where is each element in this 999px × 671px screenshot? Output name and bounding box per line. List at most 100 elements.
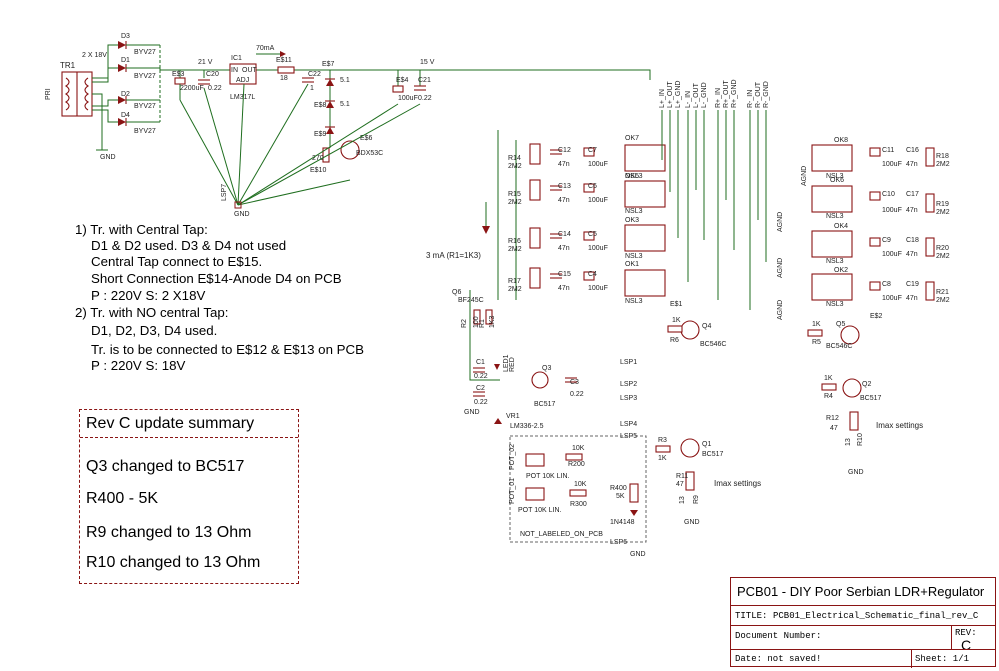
c15-label: C15	[558, 271, 571, 278]
d4-type: BYV27	[134, 128, 156, 135]
date-row: Date: not saved! Sheet: 1/1	[731, 649, 995, 668]
c13-value: 47n	[558, 197, 570, 204]
conn-pin-12: R-_GND	[763, 81, 770, 108]
pri-label: PRI	[45, 88, 52, 100]
r20-value: 2M2	[936, 253, 950, 260]
vr1-type: LM336-2.5	[510, 423, 544, 430]
q6-type: BF245C	[458, 297, 484, 304]
current-3ma-label: 3 mA (R1=1K3)	[426, 251, 481, 260]
ok3-type: NSL3	[625, 253, 643, 260]
r18r-value: 2M2	[936, 161, 950, 168]
c5-label: C5	[588, 231, 597, 238]
r20-label: R20	[936, 245, 949, 252]
conn-pin-4: L-_IN	[685, 91, 692, 108]
agnd-4: AGND	[777, 300, 784, 320]
r2-value: 100	[473, 316, 480, 328]
rev-summary-item: R9 changed to 13 Ohm	[86, 524, 252, 541]
tr-gnd-label: GND	[100, 154, 116, 161]
r14-label: R14	[508, 155, 521, 162]
c14-value: 47n	[558, 245, 570, 252]
c16-label: C16	[906, 147, 919, 154]
c20-label: C20	[206, 71, 219, 78]
project-name: PCB01 - DIY Poor Serbian LDR+Regulator	[737, 584, 985, 599]
lsp5-label: LSP5	[620, 433, 637, 440]
ok1-type: NSL3	[625, 298, 643, 305]
r10-value: 13	[845, 438, 852, 446]
c17-label: C17	[906, 191, 919, 198]
conn-pin-8: R+_OUT	[723, 79, 730, 108]
c3-value: 0.22	[570, 391, 584, 398]
document-number-label: Document Number:	[735, 631, 822, 641]
c20-value: 0.22	[208, 85, 222, 92]
lsp7-label: LSP7	[221, 184, 228, 201]
r17-value: 2M2	[508, 286, 522, 293]
c6-value: 100uF	[588, 197, 608, 204]
c9-label: C9	[882, 237, 891, 244]
r3-label: R3	[658, 437, 667, 444]
r18r-label: R18	[936, 153, 949, 160]
r15-label: R15	[508, 191, 521, 198]
c7-label: C7	[588, 147, 597, 154]
z1-value: 5.1	[340, 77, 350, 84]
conn-pin-2: L+_OUT	[667, 81, 674, 108]
note1-line2: Central Tap connect to E$15.	[91, 254, 263, 269]
optocoupler-ok5	[624, 180, 666, 208]
q4-type: BC546C	[700, 341, 726, 348]
secondary-voltage-label: 2 X 18V	[82, 52, 107, 59]
optocoupler-ok2	[811, 273, 853, 301]
ok4-label: OK4	[834, 223, 848, 230]
q1-type: BC517	[702, 451, 724, 458]
lsp4-label: LSP4	[620, 421, 637, 428]
c11-label: C11	[882, 147, 894, 154]
conn-pin-10: R-_IN	[747, 90, 754, 108]
r10-label: R10	[857, 433, 864, 446]
c19-value: 47n	[906, 295, 918, 302]
ok5-label: OK5	[625, 173, 639, 180]
note1-title: 1) Tr. with Central Tap:	[75, 222, 208, 237]
note2-line2: Tr. is to be connected to E$12 & E$13 on…	[91, 342, 365, 357]
r6-value: 1K	[672, 317, 681, 324]
ma70-label: 70mA	[256, 45, 275, 52]
rev-label: REV:	[955, 628, 977, 638]
r1-label: R1	[479, 319, 486, 328]
r21-value: 2M2	[936, 297, 950, 304]
es8-label: E$8	[314, 102, 327, 109]
c12-value: 47n	[558, 161, 570, 168]
note2-line1: D1, D2, D3, D4 used.	[91, 323, 218, 338]
vr1-label: VR1	[506, 413, 520, 420]
r19-label: R19	[936, 201, 949, 208]
rev-summary-title: Rev C update summary	[80, 410, 298, 438]
imax-settings-2: Imax settings	[876, 421, 923, 430]
opto-section: 3 mA (R1=1K3) R14 2M2 C12 47n C7 100uF O…	[426, 79, 950, 320]
ic1-label: IC1	[231, 55, 242, 62]
r11-label: R11	[676, 473, 688, 480]
q3-label: Q3	[542, 365, 551, 372]
lsp1-label: LSP1	[620, 359, 637, 366]
d1-type: BYV27	[134, 73, 156, 80]
optocoupler-ok7	[624, 144, 666, 172]
es2-label: E$2	[870, 313, 883, 320]
conn-pin-5: L-_OUT	[693, 82, 700, 108]
c6-label: C6	[588, 183, 597, 190]
output-connector: L+_IN L+_OUT L+_GND L-_IN L-_OUT L-_GND …	[659, 79, 770, 310]
ok2-type: NSL3	[826, 301, 844, 308]
main-gnd-label: GND	[234, 211, 250, 218]
r15-value: 2M2	[508, 199, 522, 206]
r200-label: R200	[568, 461, 585, 468]
q4-label: Q4	[702, 323, 711, 330]
c22-label: C22	[308, 71, 321, 78]
pot2-value: POT 10K LIN.	[526, 473, 570, 480]
tr1-label: TR1	[60, 61, 76, 70]
c12-label: C12	[558, 147, 571, 154]
optocoupler-ok1	[624, 269, 666, 297]
c18-label: C18	[906, 237, 919, 244]
ok5-type: NSL3	[625, 208, 643, 215]
r9-value: 13	[679, 496, 686, 504]
d3-label: D3	[121, 33, 130, 40]
document-row: Document Number: REV: C	[731, 625, 995, 653]
rev-value: C	[961, 637, 972, 653]
c2-label: C2	[476, 385, 485, 392]
ok2-label: OK2	[834, 267, 848, 274]
r1-value: 1K3	[489, 315, 496, 328]
